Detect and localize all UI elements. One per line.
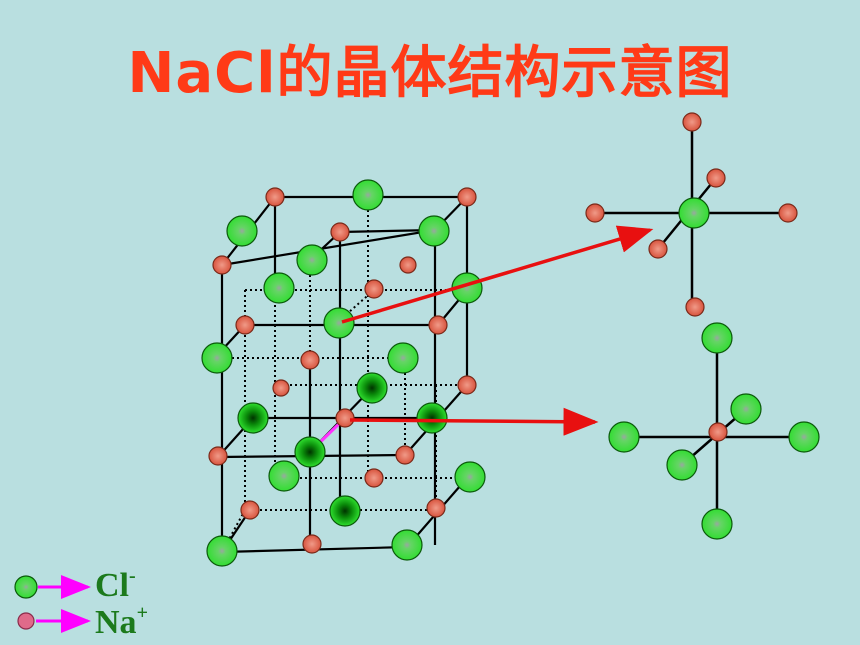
cl-ion-highlight	[416, 402, 448, 434]
na-ion	[212, 255, 232, 275]
cl-charge: -	[129, 565, 136, 587]
cl-ion-highlight	[294, 436, 326, 468]
na-ion	[778, 203, 798, 223]
cl-ion	[454, 461, 486, 493]
na-ion	[208, 446, 228, 466]
legend-cl-label: Cl-	[95, 565, 136, 605]
cl-ion-highlight	[237, 402, 269, 434]
na-ion	[335, 408, 355, 428]
legend-na-symbol	[17, 609, 91, 633]
cl-ion	[701, 322, 733, 354]
cl-ion	[608, 421, 640, 453]
na-ion	[457, 375, 477, 395]
cl-ion	[352, 179, 384, 211]
na-ion	[235, 315, 255, 335]
na-ion	[399, 256, 417, 274]
arrow-to-na-coordination	[349, 407, 599, 436]
cl-ion	[268, 460, 300, 492]
cl-ion	[206, 535, 238, 567]
na-ion	[300, 350, 320, 370]
cl-ion	[666, 449, 698, 481]
cl-ion	[263, 272, 295, 304]
na-ion	[648, 239, 668, 259]
na-ion	[426, 498, 446, 518]
cl-ion	[391, 529, 423, 561]
na-ion-center	[708, 422, 728, 442]
cl-ion	[226, 215, 258, 247]
cl-symbol: Cl	[95, 567, 129, 604]
cl-ion	[323, 307, 355, 339]
cl-coordination-octahedron	[585, 112, 798, 317]
na-ion	[585, 203, 605, 223]
cl-legend-icon	[14, 575, 38, 599]
cl-ion-center	[678, 197, 710, 229]
na-ion	[364, 279, 384, 299]
na-ion	[330, 222, 350, 242]
na-ion	[395, 445, 415, 465]
na-ion	[272, 379, 290, 397]
na-ion	[685, 297, 705, 317]
na-ion	[706, 168, 726, 188]
na-ion	[428, 315, 448, 335]
lattice-na-ions	[208, 187, 477, 554]
cl-ion	[730, 393, 762, 425]
lattice-cl-ions-highlighted	[237, 372, 448, 527]
na-coordination-octahedron	[608, 322, 820, 540]
na-ion	[265, 187, 285, 207]
legend-cl-symbol	[14, 575, 91, 599]
cl-ion	[418, 215, 450, 247]
na-charge: +	[136, 602, 148, 624]
na-ion	[240, 500, 260, 520]
cl-ion	[788, 421, 820, 453]
cl-ion	[387, 342, 419, 374]
legend-na-label: Na+	[95, 602, 148, 642]
na-ion	[682, 112, 702, 132]
cl-ion	[296, 244, 328, 276]
cl-ion	[201, 342, 233, 374]
na-ion	[457, 187, 477, 207]
cl-ion	[701, 508, 733, 540]
na-symbol: Na	[95, 604, 137, 641]
na-legend-icon	[17, 612, 35, 630]
cl-ion-highlight	[356, 372, 388, 404]
cl-ion-highlight	[329, 495, 361, 527]
page-title: NaCl的晶体结构示意图	[127, 41, 733, 106]
arrow-to-cl-coordination	[341, 225, 654, 324]
na-ion	[364, 468, 384, 488]
na-ion	[302, 534, 322, 554]
